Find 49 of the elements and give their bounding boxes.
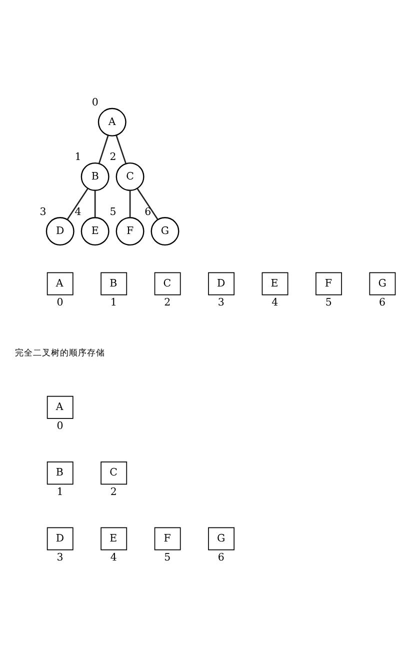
node-label: 4 [74, 206, 82, 218]
node-label: 4 [272, 298, 278, 309]
node-box: A [46, 272, 74, 296]
node-label: 1 [74, 152, 82, 164]
node-label: 5 [325, 298, 332, 309]
node-label: 5 [164, 552, 171, 564]
node-box: B [46, 462, 74, 485]
node-circle: D [46, 217, 74, 246]
node-label: 2 [164, 298, 171, 309]
node-box: A [46, 396, 74, 419]
node-label: 0 [56, 298, 64, 309]
node-box: E [100, 527, 128, 550]
node-box: F [154, 527, 181, 550]
node-box: G [369, 272, 396, 296]
connector [98, 135, 109, 164]
node-circle: F [116, 217, 144, 246]
node-label: 3 [218, 298, 224, 309]
node-label: 6 [379, 298, 386, 309]
node-label: 2 [110, 152, 116, 164]
node-label: 0 [92, 98, 98, 109]
node-label: 4 [110, 552, 117, 564]
node-label: 3 [56, 552, 64, 564]
node-circle: G [150, 217, 180, 246]
node-box: D [46, 527, 74, 550]
node-circle: E [80, 217, 110, 246]
node-label: 0 [56, 421, 64, 432]
node-box: B [100, 272, 128, 296]
node-box: E [262, 272, 288, 296]
node-label: 1 [56, 486, 64, 498]
node-circle: C [116, 162, 144, 191]
node-circle: A [98, 108, 126, 136]
node-box: D [208, 272, 235, 296]
node-label: 6 [144, 206, 152, 218]
node-label: 6 [218, 552, 224, 564]
connector [94, 190, 96, 218]
node-label: 1 [110, 298, 117, 309]
node-box: C [154, 272, 181, 296]
node-box: F [316, 272, 342, 296]
node-label: 3 [40, 206, 46, 218]
node-box: G [208, 527, 235, 550]
connector [116, 135, 127, 164]
node-label: 2 [110, 486, 117, 498]
connector [66, 188, 88, 220]
label: 完全二叉树的顺序存储 [15, 348, 106, 358]
connector [136, 188, 158, 220]
node-label: 5 [110, 206, 116, 218]
node-box: C [100, 462, 128, 485]
connector [129, 190, 131, 218]
node-circle: B [80, 162, 110, 191]
